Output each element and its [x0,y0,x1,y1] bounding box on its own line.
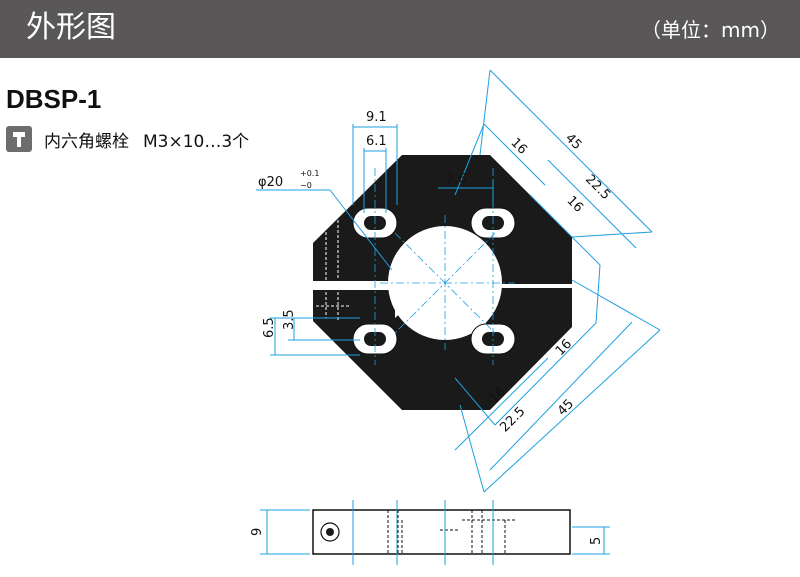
unit-label: （单位：mm） [641,18,780,42]
dim-16-right: 16 [564,193,586,215]
hex-socket-bolt-icon [6,126,32,152]
dim-3-5: 3.5 [282,309,297,330]
bracket-lower-half [313,288,572,410]
dim-6-5: 6.5 [262,317,277,338]
section-title: 外形图 [26,10,116,45]
dim-45-bottom: 45 [555,397,577,419]
dim-bore-tol-lower: −0 [300,181,312,190]
side-view-dimension-lines [260,500,610,565]
dim-bore-diameter: φ20 [258,175,283,190]
dim-16-top: 16 [508,135,530,157]
section-header: 外形图 （单位：mm） [0,0,800,58]
bolt-spec: M3×10…3个 [143,131,250,152]
bracket-side-view [312,509,571,555]
bolt-label: 内六角螺栓 [44,131,129,152]
side-view-body [312,509,571,555]
dim-22-5-bottom: 22.5 [497,404,528,435]
dim-9-1: 9.1 [366,110,387,125]
dim-thickness: 9 [250,528,265,536]
dim-2-6: 2.6 [446,172,467,187]
dim-bore-tol-upper: +0.1 [300,169,319,178]
dim-step: 5 [589,537,604,545]
bracket-top-view [312,155,572,410]
dim-6-1: 6.1 [366,134,387,149]
bolt-spec-row: 内六角螺栓 M3×10…3个 [6,124,249,154]
dimension-lines [256,69,661,493]
dim-45-top: 45 [562,131,584,153]
model-name: DBSP-1 [6,84,102,114]
